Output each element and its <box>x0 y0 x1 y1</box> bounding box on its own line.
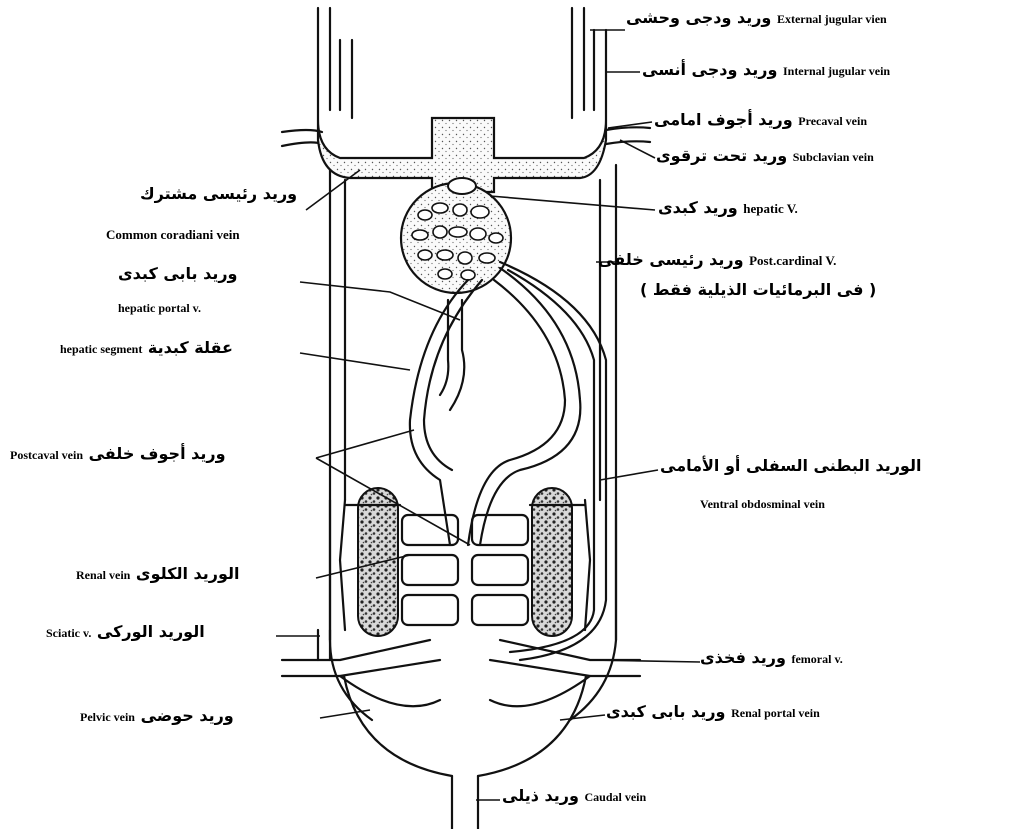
label-pelvic-ar: وريد حوضى <box>141 706 234 725</box>
sciatic-vein <box>318 630 330 660</box>
label-renal-portal: وريد بابى كبدى Renal portal vein <box>606 704 820 721</box>
label-precaval-ar: وريد أجوف امامى <box>654 110 793 129</box>
label-hepatic-portal-en: hepatic portal v. <box>118 302 201 315</box>
left-subclavian-vein <box>282 130 322 146</box>
renal-portal-outline <box>344 676 586 776</box>
label-internal-jugular-ar: وريد ودجى أنسى <box>642 60 777 79</box>
label-renal-portal-en: Renal portal vein <box>731 706 820 720</box>
label-hepatic-ar: وريد كبدى <box>658 198 738 217</box>
label-renal-en: Renal vein <box>76 568 130 582</box>
label-postcaval-en: Postcaval vein <box>10 448 83 462</box>
label-common-cardinal-ar: وريد رئيسى مشترك <box>140 186 297 203</box>
label-hepatic-en: hepatic V. <box>743 201 797 216</box>
label-caudal-en: Caudal vein <box>585 790 647 804</box>
label-external-jugular-en: External jugular vien <box>777 12 887 26</box>
label-pelvic: Pelvic vein وريد حوضى <box>80 708 234 725</box>
label-caudal: وريد ذيلى Caudal vein <box>502 788 646 805</box>
label-hepatic: وريد كبدى hepatic V. <box>658 200 798 217</box>
label-external-jugular-ar: وريد ودجى وحشى <box>626 8 771 27</box>
label-femoral-ar: وريد فخذى <box>700 648 786 667</box>
liver <box>401 178 511 293</box>
right-kidney <box>532 488 572 636</box>
right-jugular-veins <box>572 8 606 120</box>
pelvic-vein <box>340 676 590 706</box>
label-ventral-abdominal-en: Ventral obdosminal vein <box>700 498 825 511</box>
label-hepatic-portal-ar: وريد بابى كبدى <box>118 266 238 283</box>
left-jugular-veins <box>318 8 352 120</box>
label-hepatic-segment-en: hepatic segment <box>60 342 142 356</box>
right-femoral-vein <box>490 640 640 676</box>
label-post-cardinal-note: ( فى البرمائيات الذيلية فقط ) <box>640 282 876 299</box>
label-post-cardinal: وريد رئيسى خلفى Post.cardinal V. <box>598 252 836 269</box>
label-hepatic-segment-ar: عقلة كبدية <box>148 338 233 357</box>
label-internal-jugular: وريد ودجى أنسى Internal jugular vein <box>642 62 890 79</box>
caudal-vein <box>452 776 478 829</box>
label-postcaval: Postcaval vein وريد أجوف خلفى <box>10 446 226 463</box>
label-ventral-abdominal-ar: الوريد البطنى السفلى أو الأمامى <box>660 458 921 475</box>
left-kidney <box>358 488 398 636</box>
label-pelvic-en: Pelvic vein <box>80 710 135 724</box>
label-precaval-en: Precaval vein <box>798 114 867 128</box>
label-external-jugular: وريد ودجى وحشى External jugular vien <box>626 10 887 27</box>
label-subclavian: وريد تحت ترقوى Subclavian vein <box>656 148 874 165</box>
label-sciatic-en: Sciatic v. <box>46 626 91 640</box>
label-internal-jugular-en: Internal jugular vein <box>783 64 890 78</box>
label-subclavian-en: Subclavian vein <box>793 150 874 164</box>
label-subclavian-ar: وريد تحت ترقوى <box>656 146 787 165</box>
label-renal: Renal vein الوريد الكلوى <box>76 566 240 583</box>
label-hepatic-segment: hepatic segment عقلة كبدية <box>60 340 233 357</box>
label-postcaval-ar: وريد أجوف خلفى <box>89 444 226 463</box>
label-post-cardinal-en: Post.cardinal V. <box>749 253 836 268</box>
label-sciatic-ar: الوريد الوركى <box>97 622 205 641</box>
label-femoral: وريد فخذى femoral v. <box>700 650 843 667</box>
label-sciatic: Sciatic v. الوريد الوركى <box>46 624 205 641</box>
label-renal-ar: الوريد الكلوى <box>136 564 240 583</box>
right-subclavian-vein <box>606 127 650 144</box>
label-common-cardinal-en: Common coradiani vein <box>106 228 240 242</box>
left-femoral-vein <box>282 640 440 676</box>
label-post-cardinal-ar: وريد رئيسى خلفى <box>598 250 744 269</box>
label-caudal-ar: وريد ذيلى <box>502 786 579 805</box>
label-femoral-en: femoral v. <box>791 652 842 666</box>
label-renal-portal-ar: وريد بابى كبدى <box>606 702 726 721</box>
label-precaval: وريد أجوف امامى Precaval vein <box>654 112 867 129</box>
